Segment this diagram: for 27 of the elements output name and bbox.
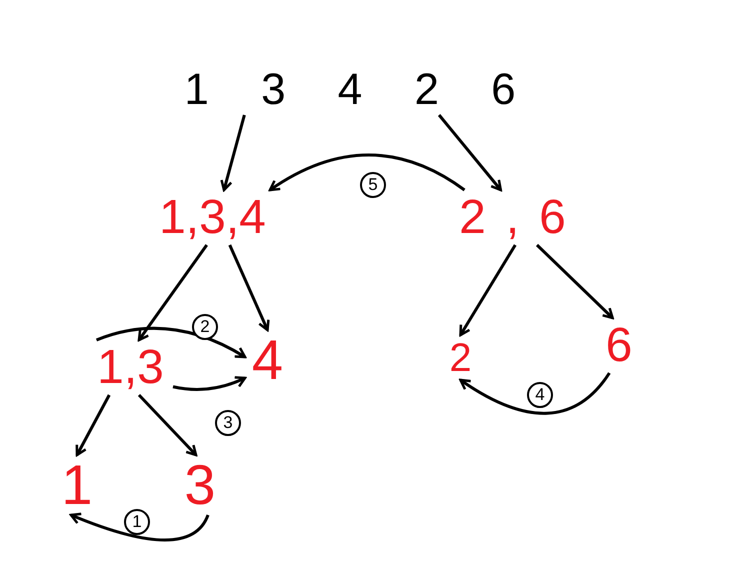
number-group: 1: [62, 455, 92, 515]
curved-arrow: [459, 372, 611, 415]
arrow: [438, 114, 502, 192]
edge-label: 3: [215, 410, 241, 436]
number-group: 3: [180, 455, 220, 515]
arrow: [228, 244, 270, 332]
arrow: [76, 394, 111, 456]
arrow: [138, 244, 208, 342]
arrow: [536, 244, 614, 320]
curved-arrow: [268, 154, 466, 192]
arrow: [138, 394, 198, 456]
edge-label: 5: [360, 172, 386, 198]
number-group: 1,3: [88, 340, 173, 395]
number-group: 6: [603, 318, 635, 373]
number-group: 4: [245, 330, 290, 390]
number-group: 1 3 4 2 6: [185, 65, 515, 115]
curved-arrow: [172, 376, 246, 391]
arrow: [459, 244, 517, 336]
number-group: 2,6: [450, 190, 595, 245]
edge-label: 4: [527, 382, 553, 408]
number-group: 2: [443, 335, 478, 380]
arrow: [220, 114, 246, 192]
edge-label: 2: [192, 314, 218, 340]
edge-label: 1: [124, 509, 150, 535]
curved-arrow: [70, 512, 210, 542]
number-group: 1,3,4: [155, 190, 270, 245]
curved-arrow: [96, 326, 246, 358]
